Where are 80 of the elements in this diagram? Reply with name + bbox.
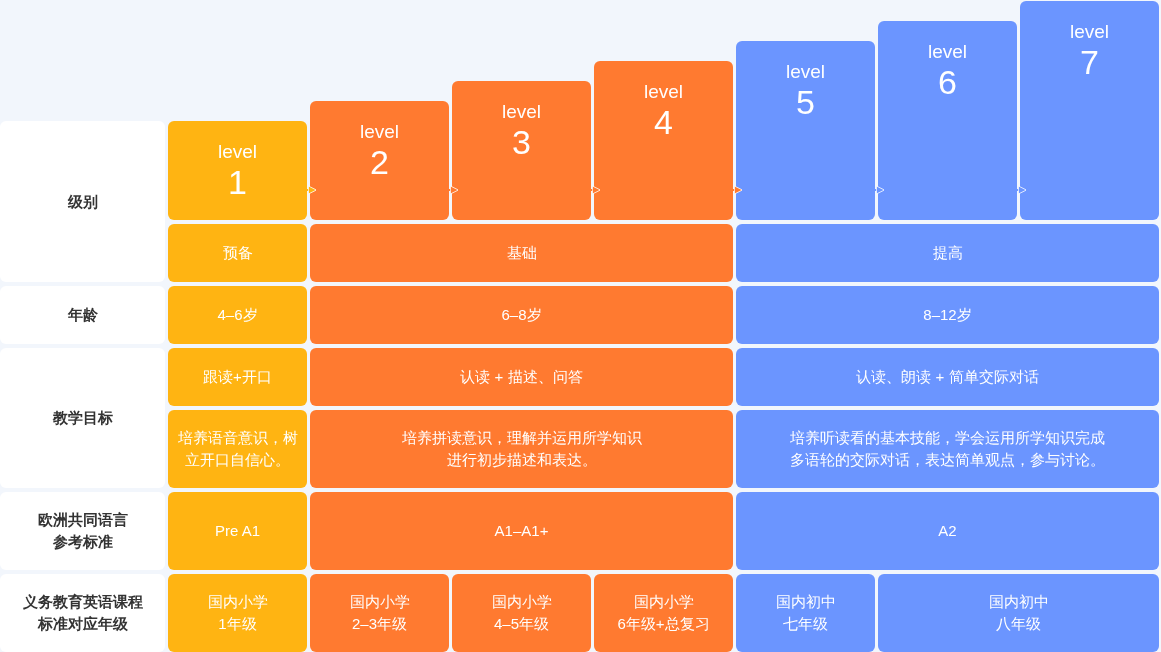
level-number: 6 xyxy=(938,63,957,101)
table-card xyxy=(310,224,733,282)
table-card xyxy=(736,286,1159,344)
level-card xyxy=(878,21,1017,220)
table-card xyxy=(168,410,307,488)
table-card xyxy=(310,286,733,344)
row-header: 义务教育英语课程标准对应年级 xyxy=(21,592,144,634)
table-card xyxy=(310,492,733,570)
level-label: level xyxy=(501,101,542,123)
level-number: 2 xyxy=(370,143,389,181)
level-label: level xyxy=(643,81,684,103)
level-card xyxy=(594,61,733,220)
cell-text: 1年级 xyxy=(218,614,257,634)
table-card xyxy=(310,348,733,406)
cell-text: 6年级+总复习 xyxy=(617,614,710,634)
row-header: 年龄 xyxy=(67,305,98,325)
cell-text: 认读、朗读 + 简单交际对话 xyxy=(856,367,1039,387)
cell-text: 4–6岁 xyxy=(217,305,258,325)
cell-text: Pre A1 xyxy=(215,521,260,541)
table-card xyxy=(736,410,1159,488)
table-card xyxy=(594,574,733,652)
cell-text: 8–12岁 xyxy=(923,305,972,325)
cell-text: 国内初中 xyxy=(775,592,836,612)
cell-text: 6–8岁 xyxy=(501,305,542,325)
table-card xyxy=(452,574,591,652)
cell-text: A1–A1+ xyxy=(494,521,549,541)
cell-text: 培养听读看的基本技能，学会运用所学知识完成多语轮的交际对话，表达简单观点，参与讨论。 xyxy=(789,428,1106,470)
level-number: 1 xyxy=(228,163,247,201)
table-card xyxy=(310,410,733,488)
row-header: 级别 xyxy=(67,191,98,212)
level-card xyxy=(452,81,591,220)
table-card xyxy=(168,574,307,652)
cell-text: 七年级 xyxy=(783,614,828,634)
cell-text: 国内小学 xyxy=(207,592,268,612)
cell-text: 预备 xyxy=(222,243,253,263)
table-card xyxy=(168,492,307,570)
chevron-arrow xyxy=(732,185,743,195)
row-header: 欧洲共同语言参考标准 xyxy=(36,510,129,552)
chevron-arrow xyxy=(590,185,601,195)
level-label: level xyxy=(927,41,968,63)
table-card xyxy=(168,224,307,282)
cell-text: 提高 xyxy=(932,243,963,263)
level-card xyxy=(736,41,875,220)
table-card xyxy=(736,574,875,652)
table-card xyxy=(310,574,449,652)
cell-text: A2 xyxy=(938,521,957,541)
level-number: 5 xyxy=(796,83,815,121)
cell-text: 国内小学 xyxy=(349,592,410,612)
level-number: 7 xyxy=(1080,43,1099,81)
table-card xyxy=(168,348,307,406)
chevron-arrow xyxy=(1016,185,1027,195)
cell-text: 国内小学 xyxy=(633,592,694,612)
level-label: level xyxy=(217,141,258,163)
level-number: 3 xyxy=(512,123,531,161)
level-card xyxy=(1020,1,1159,220)
chevron-arrow xyxy=(874,185,885,195)
cell-text: 培养语音意识，树立开口自信心。 xyxy=(176,428,299,470)
level-label: level xyxy=(1069,21,1110,43)
cell-text: 跟读+开口 xyxy=(203,367,272,387)
table-card xyxy=(736,224,1159,282)
cell-text: 八年级 xyxy=(996,614,1041,634)
chevron-arrow xyxy=(448,185,459,195)
level-card xyxy=(168,121,307,220)
cell-text: 国内小学 xyxy=(491,592,552,612)
row-header: 教学目标 xyxy=(52,408,113,428)
cell-text: 基础 xyxy=(506,243,537,263)
table-card xyxy=(878,574,1159,652)
table-card xyxy=(736,492,1159,570)
cell-text: 2–3年级 xyxy=(352,614,407,634)
cell-text: 认读 + 描述、问答 xyxy=(460,367,583,387)
cell-text: 4–5年级 xyxy=(494,614,549,634)
cell-text: 国内初中 xyxy=(988,592,1049,612)
level-label: level xyxy=(359,121,400,143)
table-card xyxy=(736,348,1159,406)
level-card xyxy=(310,101,449,220)
chevron-arrow xyxy=(306,185,317,195)
level-number: 4 xyxy=(654,103,673,141)
table-card xyxy=(168,286,307,344)
cell-text: 培养拼读意识，理解并运用所学知识进行初步描述和表达。 xyxy=(400,428,643,470)
level-label: level xyxy=(785,61,826,83)
